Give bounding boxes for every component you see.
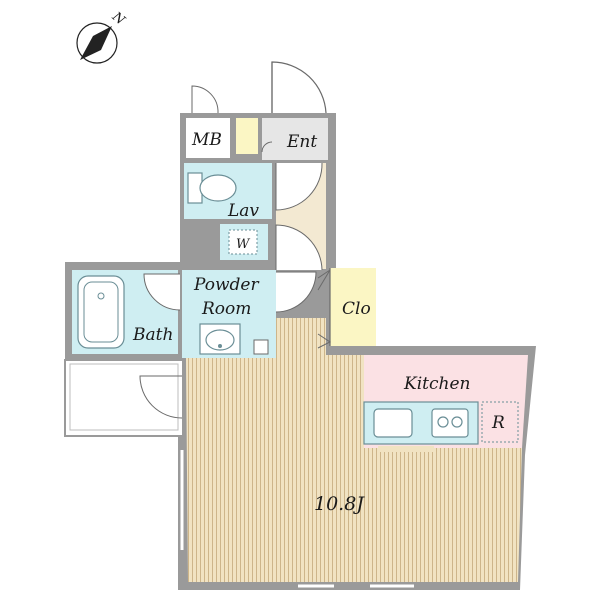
mb-box [186,118,230,158]
label-lav: Lav [227,201,259,221]
closet-area [330,268,376,346]
hall-door-swing-lower [275,224,323,271]
label-fridge: R [491,413,505,433]
balcony-inner [69,363,179,431]
closet-door-swing [317,269,331,291]
toilet-icon [199,174,237,202]
label-closet: Clo [342,299,371,319]
drain-icon [97,292,105,300]
faucet-icon [218,344,222,348]
label-ent: Ent [286,132,317,152]
fridge-space [481,401,519,443]
entrance-door-swing [271,61,327,114]
bathtub-icon [77,275,125,349]
hall-door-swing-upper [275,162,323,211]
burner-right-icon [451,416,463,428]
label-main-room: 10.8J [314,493,365,515]
balcony-door-swing [139,375,183,419]
closet-door-swing-lower [317,333,331,349]
north-compass: N [76,9,128,64]
label-powder-line2: Room [201,299,251,319]
burner-left-icon [437,416,449,428]
label-mb: MB [191,130,222,150]
pipe-shaft [253,339,269,355]
entrance-floor [262,118,328,160]
powder-door-swing [275,271,317,313]
mb-door-swing [191,85,219,114]
balcony [64,359,184,437]
main-room-floor [186,305,522,582]
bath-door-swing [143,273,181,311]
stove-icon [431,408,469,438]
shoe-box [236,118,258,154]
entrance-inner-swing [261,141,273,153]
balcony-outline [64,359,184,437]
label-washer: W [236,237,251,252]
basin-icon [205,329,235,351]
sink-icon [373,408,413,438]
compass-ring [76,22,118,64]
bathtub-inner [83,281,119,343]
compass-north-label: N [108,9,128,29]
label-kitchen: Kitchen [403,374,470,394]
kitchen-opening [378,446,434,452]
label-bath: Bath [132,325,173,345]
compass-needle-icon [80,26,112,60]
label-powder-line1: Powder [193,275,259,295]
washer-box [228,229,258,255]
